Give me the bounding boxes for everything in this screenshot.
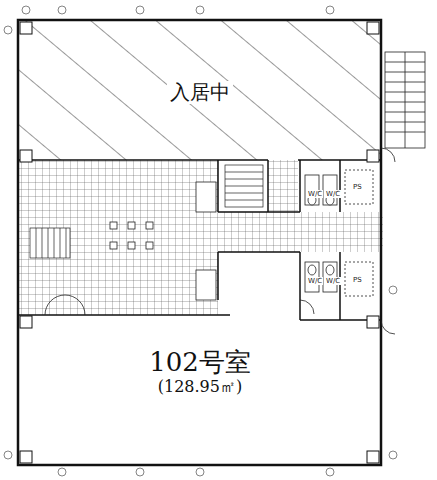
grid-bubbles: [4, 6, 397, 476]
exterior-stair: [385, 52, 425, 148]
room-area-size: (128.95㎡): [155, 378, 245, 396]
room-tag: W/C: [307, 277, 323, 285]
lobby-floor: [18, 160, 218, 315]
room-tag: W/C: [307, 190, 323, 198]
room-name: 入居中: [167, 81, 233, 104]
toilet-fixtures: [305, 170, 373, 296]
room-tag: W/C: [325, 190, 341, 198]
occupied-area: 入居中: [161, 77, 239, 108]
room-tag: PS: [352, 276, 363, 284]
columns: [20, 22, 379, 463]
core-walls: [18, 160, 381, 320]
room-tag: W/C: [325, 277, 341, 285]
lobby-columns: [110, 182, 216, 300]
doors: [45, 148, 395, 334]
corridor-floor: [218, 212, 383, 252]
room-tag: PS: [352, 183, 363, 191]
outer-wall: [18, 20, 381, 465]
occupied-hatch: [18, 20, 381, 160]
stairs: [30, 165, 263, 258]
room-name: 102号室: [146, 348, 254, 378]
room-area: 102号室(128.95㎡): [140, 344, 260, 400]
stair-hall: [268, 160, 298, 212]
